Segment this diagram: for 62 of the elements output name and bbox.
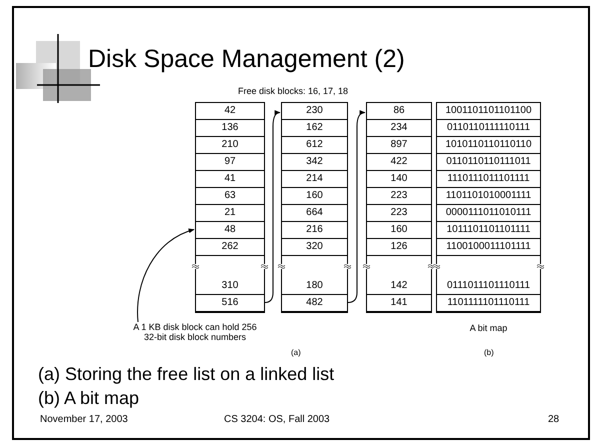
table-cell: 1101101010001111 — [437, 188, 540, 205]
arrow — [264, 110, 281, 303]
table-cell: 160 — [282, 188, 347, 205]
table-cell: 612 — [282, 137, 347, 154]
table-cell: 162 — [282, 120, 347, 137]
slide-title: Disk Space Management (2) — [88, 44, 405, 75]
table-cell: 0110110110111011 — [437, 154, 540, 171]
table-column — [281, 102, 348, 313]
table-cell: 214 — [282, 171, 347, 188]
table-cell: 1001101101101100 — [437, 103, 540, 120]
table-cell: 1011101101101111 — [437, 222, 540, 239]
table-cell: 1100100011101111 — [437, 239, 540, 256]
table-cell: 141 — [367, 295, 431, 312]
table-cell: 142 — [367, 278, 431, 295]
caption-line: (a) Storing the free list on a linked list — [38, 363, 334, 386]
table-cell: 48 — [196, 222, 264, 239]
table-cell: 320 — [282, 239, 347, 256]
table-cell: 664 — [282, 205, 347, 222]
table-cell: 310 — [196, 278, 264, 295]
table-cell: 223 — [367, 188, 431, 205]
table-cell: 140 — [367, 171, 431, 188]
caption-text: A bit map — [468, 324, 508, 333]
footer-date: November 17, 2003 — [40, 415, 128, 425]
table-cell: 210 — [196, 137, 264, 154]
table-cell: 0000111011010111 — [437, 205, 540, 222]
arrow — [137, 228, 195, 322]
table-cell: 63 — [196, 188, 264, 205]
table-column — [195, 102, 265, 313]
table-column — [436, 102, 541, 313]
panel-label: (b) — [484, 349, 494, 357]
table-cell: 21 — [196, 205, 264, 222]
note-text: A 1 KB disk block can hold 256 32-bit disk block numbers — [126, 322, 264, 342]
table-cell: 0110110111110111 — [437, 120, 540, 137]
page-number: 28 — [548, 415, 560, 425]
panel-label: (a) — [291, 349, 301, 357]
table-cell: 216 — [282, 222, 347, 239]
table-cell: 234 — [367, 120, 431, 137]
free-blocks-label: Free disk blocks: 16, 17, 18 — [238, 87, 348, 96]
caption-line: (b) A bit map — [38, 387, 140, 410]
table-cell: 0111011101110111 — [437, 278, 540, 295]
table-cell: 342 — [282, 154, 347, 171]
table-cell: 1010110110110110 — [437, 137, 540, 154]
arrow — [348, 110, 366, 303]
table-cell: 180 — [282, 278, 347, 295]
table-cell: 42 — [196, 103, 264, 120]
table-cell: 262 — [196, 239, 264, 256]
table-cell: 97 — [196, 154, 264, 171]
table-cell: 1110111011101111 — [437, 171, 540, 188]
table-cell: 126 — [367, 239, 431, 256]
table-cell: 1101111101110111 — [437, 295, 540, 312]
table-cell: 86 — [367, 103, 431, 120]
table-cell: 41 — [196, 171, 264, 188]
table-cell: 897 — [367, 137, 431, 154]
table-cell: 482 — [282, 295, 347, 312]
table-cell: 223 — [367, 205, 431, 222]
table-cell: 230 — [282, 103, 347, 120]
table-column — [366, 102, 432, 313]
footer-course: CS 3204: OS, Fall 2003 — [224, 415, 330, 425]
table-cell: 422 — [367, 154, 431, 171]
table-cell: 160 — [367, 222, 431, 239]
table-cell: 136 — [196, 120, 264, 137]
table-cell: 516 — [196, 295, 264, 312]
